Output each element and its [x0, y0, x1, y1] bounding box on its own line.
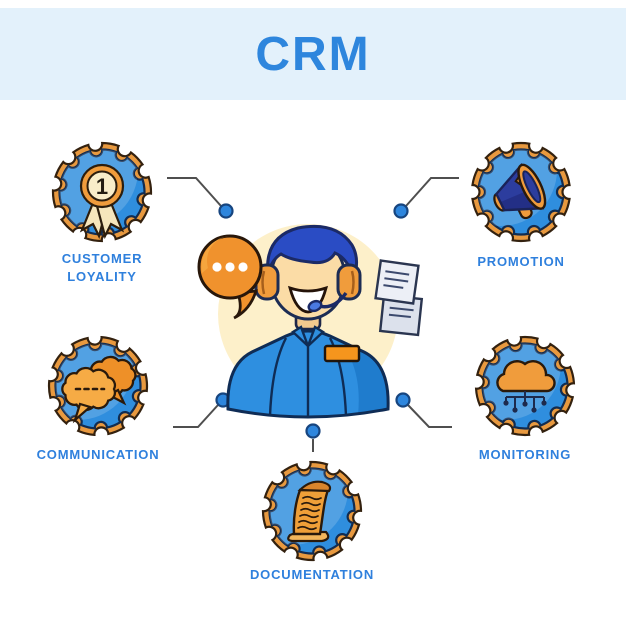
agent-person	[226, 224, 390, 419]
node-communication	[46, 334, 150, 438]
gear-shape: 1	[51, 141, 153, 243]
hair	[266, 224, 359, 282]
first-place-medal-icon: 1	[79, 163, 125, 240]
connector-line	[407, 404, 452, 428]
gear-shape	[261, 460, 363, 562]
megaphone-icon	[493, 163, 547, 220]
agent-illustration	[197, 224, 424, 419]
gear-shape	[471, 141, 571, 243]
label-documentation: DOCUMENTATION	[249, 567, 375, 582]
arm-seams	[268, 337, 348, 417]
connector-promotion	[393, 177, 459, 219]
headphone-right-cup-icon	[336, 263, 362, 301]
label-customer-loyalty: CUSTOMER LOYALITY	[61, 251, 143, 285]
connector-monitoring	[395, 392, 452, 428]
page-title: CRM	[255, 27, 371, 81]
connector-documentation	[305, 423, 321, 452]
gear-shape	[474, 335, 576, 437]
connector-customer-loyalty	[167, 177, 234, 219]
connector-communication	[173, 392, 231, 428]
medal-rank-text: 1	[96, 174, 108, 199]
header-band: CRM	[0, 8, 626, 100]
node-documentation	[260, 459, 364, 563]
speech-bubbles-icon	[61, 355, 137, 424]
connector-line	[167, 177, 222, 207]
connector-dot	[218, 203, 234, 219]
gear-shape	[47, 335, 149, 437]
connector-line	[405, 177, 459, 207]
cloud-network-icon	[496, 360, 556, 413]
paper-scroll-icon	[287, 480, 332, 543]
documents-icon	[374, 259, 424, 337]
speech-bubble-three-dots-icon	[197, 234, 263, 320]
connector-dot	[395, 392, 411, 408]
label-communication: COMMUNICATION	[36, 447, 160, 462]
connector-dot	[305, 423, 321, 439]
headphone-right-stripe	[350, 270, 355, 295]
connector-dot	[393, 203, 409, 219]
collar	[291, 325, 325, 347]
node-customer-loyalty: 1	[50, 140, 154, 244]
headphone-left-stripe	[261, 270, 266, 295]
connector-line	[173, 404, 219, 428]
label-promotion: PROMOTION	[477, 254, 565, 269]
name-badge	[323, 344, 361, 363]
jacket-outline	[226, 329, 390, 419]
node-monitoring	[473, 334, 577, 438]
node-promotion	[469, 140, 573, 244]
label-monitoring: MONITORING	[478, 447, 572, 462]
mic-capsule-icon	[307, 299, 323, 313]
